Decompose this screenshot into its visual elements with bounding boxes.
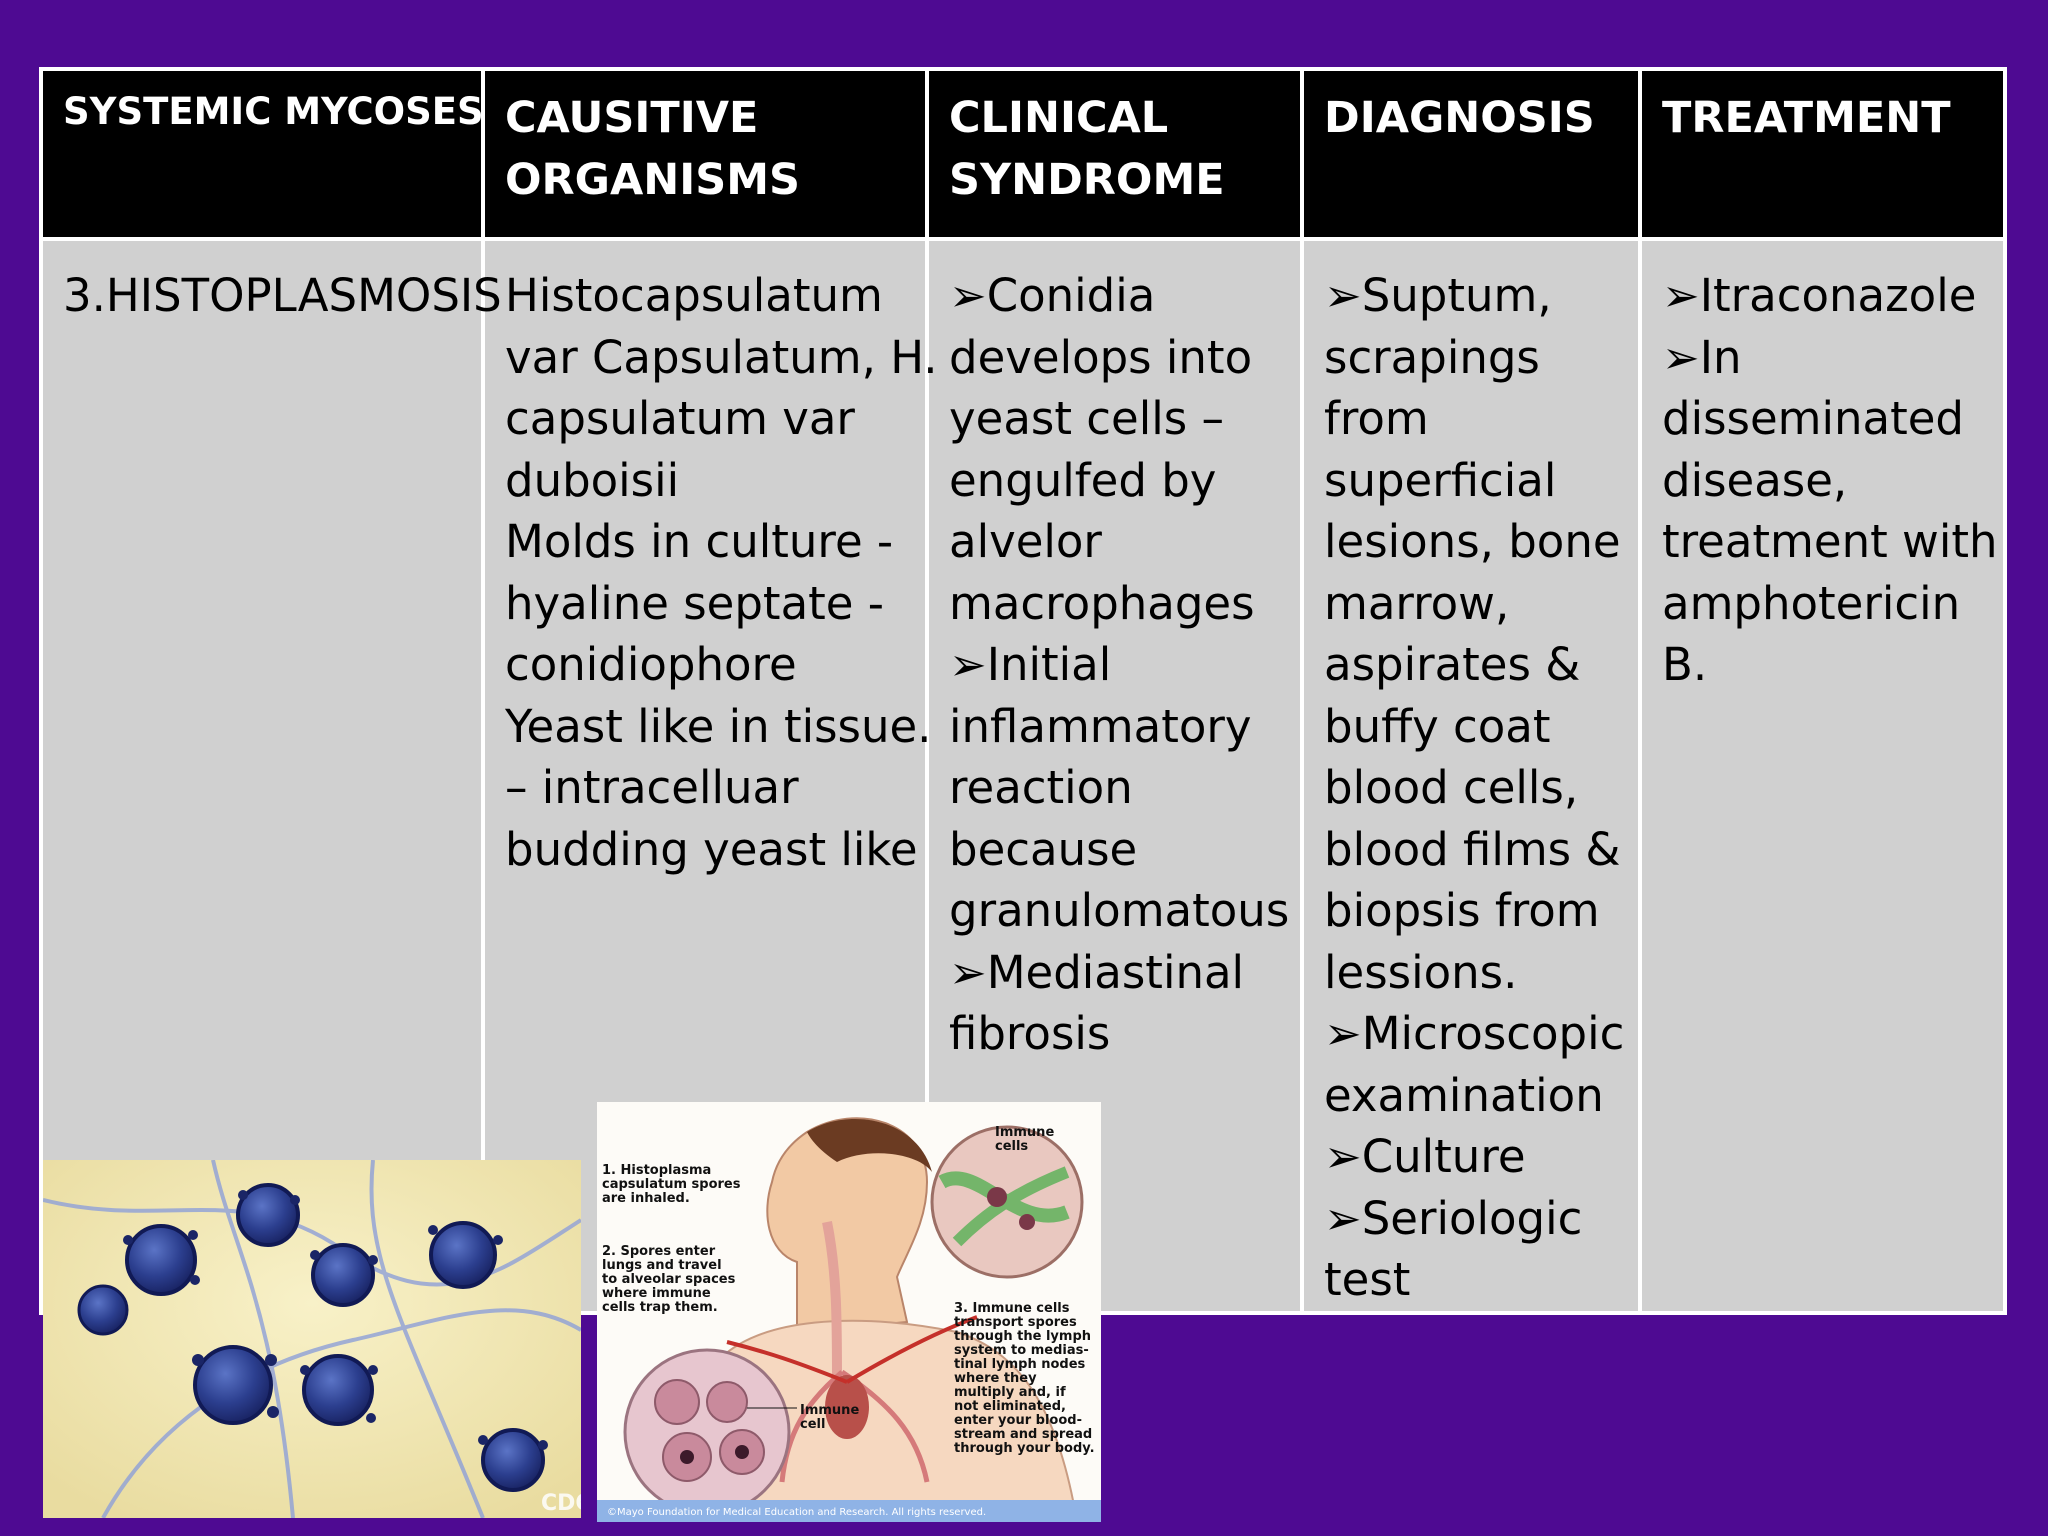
illustration-copyright: ©Mayo Foundation for Medical Education a… — [607, 1507, 986, 1518]
svg-text:3. Immune cells: 3. Immune cells — [954, 1301, 1070, 1316]
svg-text:multiply and, if: multiply and, if — [954, 1385, 1066, 1400]
svg-text:are inhaled.: are inhaled. — [602, 1191, 690, 1206]
svg-text:system to medias-: system to medias- — [954, 1343, 1089, 1358]
svg-text:capsulatum spores: capsulatum spores — [602, 1177, 741, 1192]
svg-text:to alveolar spaces: to alveolar spaces — [602, 1272, 736, 1287]
table-row: 3.HISTOPLASMOSIS Histocapsulatum var Cap… — [39, 237, 2007, 1315]
cell-treatment: ➢Itraconazole ➢In disseminated disease, … — [1638, 237, 2007, 1315]
illustration-labels: 1. Histoplasma capsulatum spores are inh… — [602, 1125, 1095, 1456]
header-row: SYSTEMIC MYCOSES CAUSITIVE ORGANISMS CLI… — [39, 67, 2007, 241]
header-causitive-organisms: CAUSITIVE ORGANISMS — [481, 67, 929, 241]
mycoses-table: SYSTEMIC MYCOSES CAUSITIVE ORGANISMS CLI… — [39, 67, 2007, 1315]
svg-text:where they: where they — [954, 1371, 1037, 1386]
micrograph-image: CDC — [43, 1160, 581, 1518]
header-diagnosis: DIAGNOSIS — [1300, 67, 1642, 241]
svg-text:cell: cell — [800, 1417, 825, 1432]
svg-text:Immune: Immune — [995, 1125, 1054, 1140]
person-head — [766, 1117, 929, 1334]
svg-text:cells: cells — [995, 1139, 1028, 1154]
svg-text:not eliminated,: not eliminated, — [954, 1399, 1066, 1414]
svg-text:enter your blood-: enter your blood- — [954, 1413, 1082, 1428]
svg-text:tinal lymph nodes: tinal lymph nodes — [954, 1357, 1086, 1372]
heart-shape — [825, 1375, 869, 1439]
svg-text:where immune: where immune — [602, 1286, 711, 1301]
svg-text:lungs and travel: lungs and travel — [602, 1258, 722, 1273]
micrograph-svg: CDC — [43, 1160, 581, 1518]
svg-text:through the lymph: through the lymph — [954, 1329, 1091, 1344]
svg-text:cells trap them.: cells trap them. — [602, 1300, 718, 1315]
illustration-svg: 1. Histoplasma capsulatum spores are inh… — [597, 1102, 1101, 1522]
cell-diagnosis: ➢Suptum, scrapings from superficial lesi… — [1300, 237, 1642, 1315]
cell-disease: 3.HISTOPLASMOSIS — [39, 237, 502, 1315]
svg-text:1. Histoplasma: 1. Histoplasma — [602, 1163, 711, 1178]
micrograph-watermark: CDC — [541, 1491, 581, 1516]
svg-text:2. Spores enter: 2. Spores enter — [602, 1244, 716, 1259]
magnified-alveoli — [623, 1348, 791, 1516]
svg-text:Immune: Immune — [800, 1403, 859, 1418]
yeast-cells — [77, 1183, 545, 1492]
header-systemic-mycoses: SYSTEMIC MYCOSES — [39, 67, 485, 241]
header-clinical-syndrome: CLINICAL SYNDROME — [925, 67, 1304, 241]
svg-text:transport spores: transport spores — [954, 1315, 1077, 1330]
header-treatment: TREATMENT — [1638, 67, 2007, 241]
cell-clinical-syndrome: ➢Conidia develops into yeast cells – eng… — [925, 237, 1304, 1315]
svg-text:through your body.: through your body. — [954, 1441, 1095, 1456]
cell-organisms: Histocapsulatum var Capsulatum, H. capsu… — [481, 237, 938, 1315]
histoplasmosis-illustration: 1. Histoplasma capsulatum spores are inh… — [597, 1102, 1101, 1522]
svg-text:stream and spread: stream and spread — [954, 1427, 1092, 1442]
